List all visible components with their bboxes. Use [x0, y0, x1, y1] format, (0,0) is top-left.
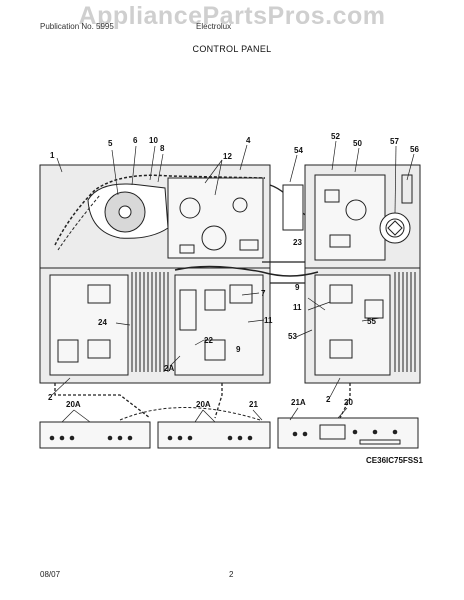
ribbon-cable-left	[54, 383, 151, 419]
callout-12: 12	[223, 152, 232, 161]
callout-9-right: 9	[295, 283, 300, 292]
heat-sink-right	[394, 272, 416, 372]
callout-8: 8	[160, 144, 165, 153]
callout-50: 50	[353, 139, 362, 148]
footer-date: 08/07	[40, 570, 61, 579]
callout-7: 7	[261, 289, 266, 298]
callout-56: 56	[410, 145, 419, 154]
callout-2A: 2A	[164, 364, 174, 373]
ribbon-cable-center	[214, 383, 223, 419]
header-publication: Publication No. 5995	[40, 22, 114, 31]
callout-52: 52	[331, 132, 340, 141]
callout-21A: 21A	[291, 398, 306, 407]
upper-control-board	[167, 177, 264, 259]
heat-sink-left	[131, 272, 169, 372]
callout-9-left: 9	[236, 345, 241, 354]
callout-10: 10	[149, 136, 158, 145]
callout-21: 21	[249, 400, 258, 409]
callout-5: 5	[108, 139, 113, 148]
model-number: CE36IC75FSS1	[366, 456, 423, 465]
ui-board-20A-center	[157, 421, 271, 449]
callout-24: 24	[98, 318, 107, 327]
callout-11-right: 11	[293, 303, 302, 312]
blower-fan	[87, 183, 169, 239]
callout-54: 54	[294, 146, 303, 155]
filter-coil	[379, 212, 411, 244]
footer-page-number: 2	[229, 570, 234, 579]
callout-53: 53	[288, 332, 297, 341]
callout-55: 55	[367, 317, 376, 326]
callout-2-right: 2	[326, 395, 331, 404]
callout-22: 22	[204, 336, 213, 345]
power-board-left	[49, 274, 129, 376]
header-brand: Electrolux	[196, 22, 232, 31]
callout-57: 57	[390, 137, 399, 146]
callout-4: 4	[246, 136, 251, 145]
power-board-center	[174, 274, 264, 376]
ribbon-cable-right	[339, 383, 351, 419]
ui-board-20A-left	[39, 421, 151, 449]
callout-20A-left: 20A	[66, 400, 81, 409]
callout-23: 23	[293, 238, 302, 247]
callout-2-left: 2	[48, 393, 53, 402]
callout-11-left: 11	[264, 316, 273, 325]
watermark-logo: AppliancePartsPros.com	[78, 2, 386, 30]
callout-6: 6	[133, 136, 138, 145]
callout-1: 1	[50, 151, 55, 160]
callout-20A-center: 20A	[196, 400, 211, 409]
callout-20: 20	[344, 398, 353, 407]
diagram-title: CONTROL PANEL	[192, 44, 272, 54]
